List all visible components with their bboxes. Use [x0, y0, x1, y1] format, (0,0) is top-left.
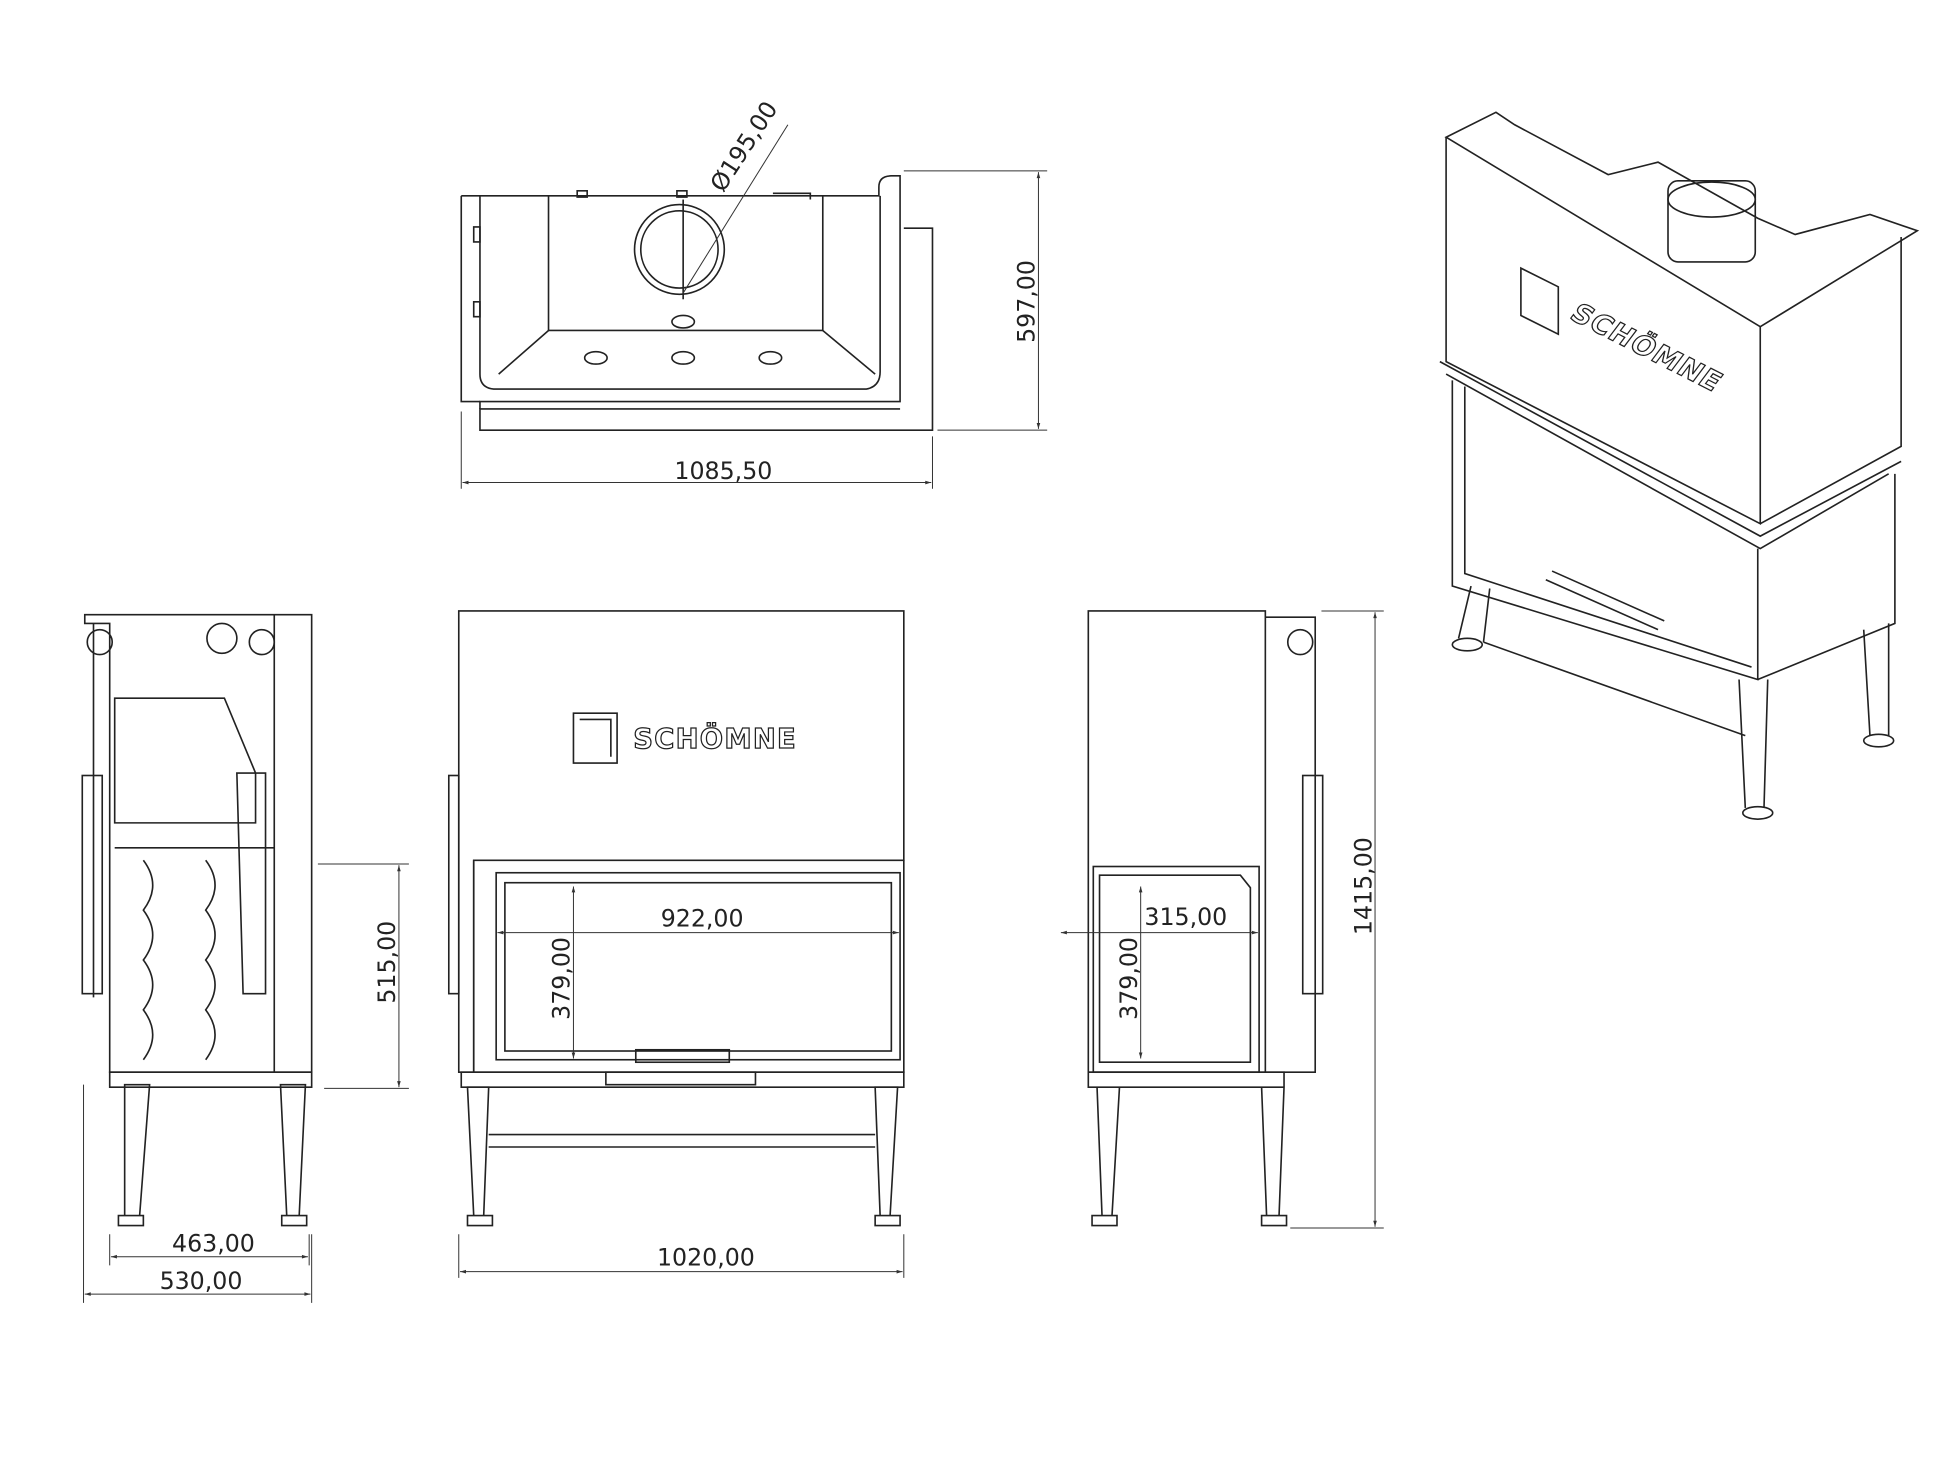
- side-glass-width-label: 315,00: [1144, 903, 1227, 931]
- front-view: SCHÖMNE 922,00 379,00 1020,00: [447, 610, 905, 1278]
- overall-width-label: 1020,00: [657, 1243, 755, 1271]
- schomne-logo: SCHÖMNE: [572, 712, 797, 764]
- glass-height-label: 379,00: [548, 937, 576, 1020]
- width-label: 1085,50: [674, 457, 772, 485]
- flue-diameter-label: Ø195,00: [705, 96, 784, 196]
- flue-collar-icon: [633, 203, 726, 296]
- right-side-view: 315,00 379,00 1415,00: [1060, 610, 1384, 1229]
- iso-schomne-logo: SCHÖMNE: [1520, 266, 1731, 399]
- outer-depth-label: 530,00: [160, 1267, 243, 1295]
- left-side-view: 515,00 463,00 530,00: [81, 613, 409, 1303]
- iso-logo-text: SCHÖMNE: [1564, 296, 1731, 398]
- overall-height-label: 1415,00: [1349, 837, 1377, 935]
- logo-text: SCHÖMNE: [633, 722, 797, 755]
- firebox-height-label: 515,00: [373, 921, 401, 1004]
- glass-width-label: 922,00: [661, 904, 744, 932]
- side-glass-height-label: 379,00: [1115, 937, 1143, 1020]
- isometric-view: SCHÖMNE: [1439, 111, 1920, 820]
- inner-depth-label: 463,00: [172, 1230, 255, 1258]
- top-view: Ø195,00 597,00 1085,50: [460, 96, 1048, 489]
- depth-label: 597,00: [1013, 260, 1041, 343]
